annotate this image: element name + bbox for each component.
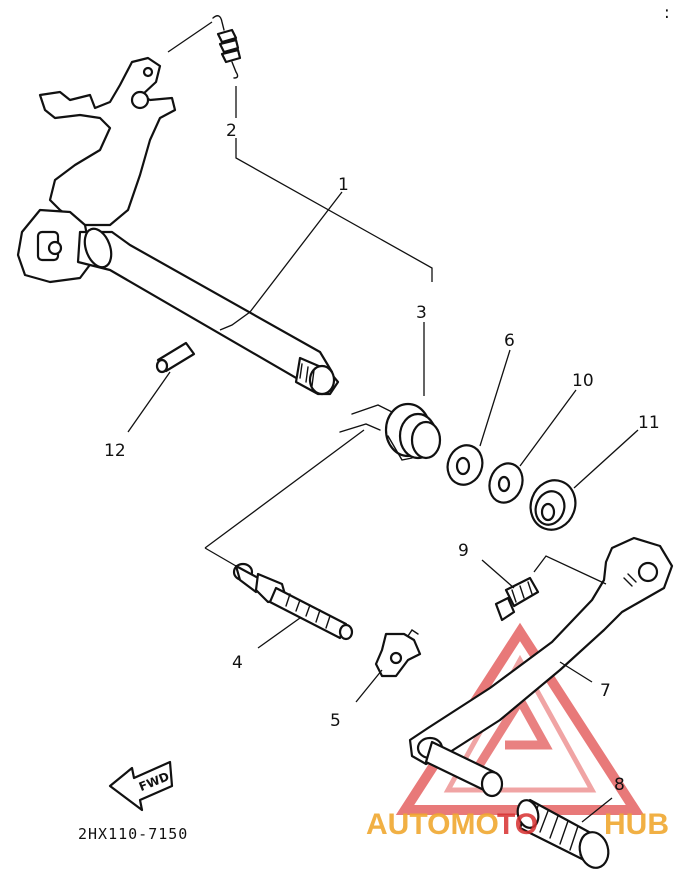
label-7: 7 — [600, 681, 611, 701]
fwd-arrow: FWD — [108, 760, 174, 812]
bolt-part — [494, 576, 540, 622]
corner-mark: : — [664, 3, 670, 23]
drawing-code: 2HX110-7150 — [78, 825, 188, 843]
label-11: 11 — [638, 413, 660, 433]
watermark-text-mid: TO — [497, 808, 538, 841]
label-3: 3 — [416, 303, 427, 323]
label-1: 1 — [338, 175, 349, 195]
stopper-plate-part — [374, 629, 422, 678]
watermark-text-left: AUTOMO — [366, 808, 499, 841]
oil-seal-part — [529, 479, 577, 531]
watermark-text-right: HUB — [604, 808, 669, 841]
label-8: 8 — [614, 775, 625, 795]
label-4: 4 — [232, 653, 243, 673]
part-labels: 1 2 3 4 5 6 7 8 9 10 11 12 — [104, 121, 660, 795]
leader-lines — [127, 86, 639, 823]
torsion-spring-part — [339, 402, 442, 461]
washer-part — [488, 462, 524, 504]
label-12: 12 — [104, 441, 126, 461]
shift-pedal-arm-part — [408, 536, 674, 798]
shift-shaft-part — [16, 56, 340, 396]
collar-part — [446, 444, 484, 486]
stopper-bolt-part — [232, 562, 354, 641]
label-2: 2 — [226, 121, 237, 141]
pin-part — [155, 341, 196, 374]
label-10: 10 — [572, 371, 594, 391]
label-9: 9 — [458, 541, 469, 561]
spring-part — [167, 15, 242, 79]
watermark-text: AUTOMO TO HUB — [366, 808, 669, 841]
foot-rubber-part — [516, 798, 610, 869]
label-5: 5 — [330, 711, 341, 731]
label-6: 6 — [504, 331, 515, 351]
